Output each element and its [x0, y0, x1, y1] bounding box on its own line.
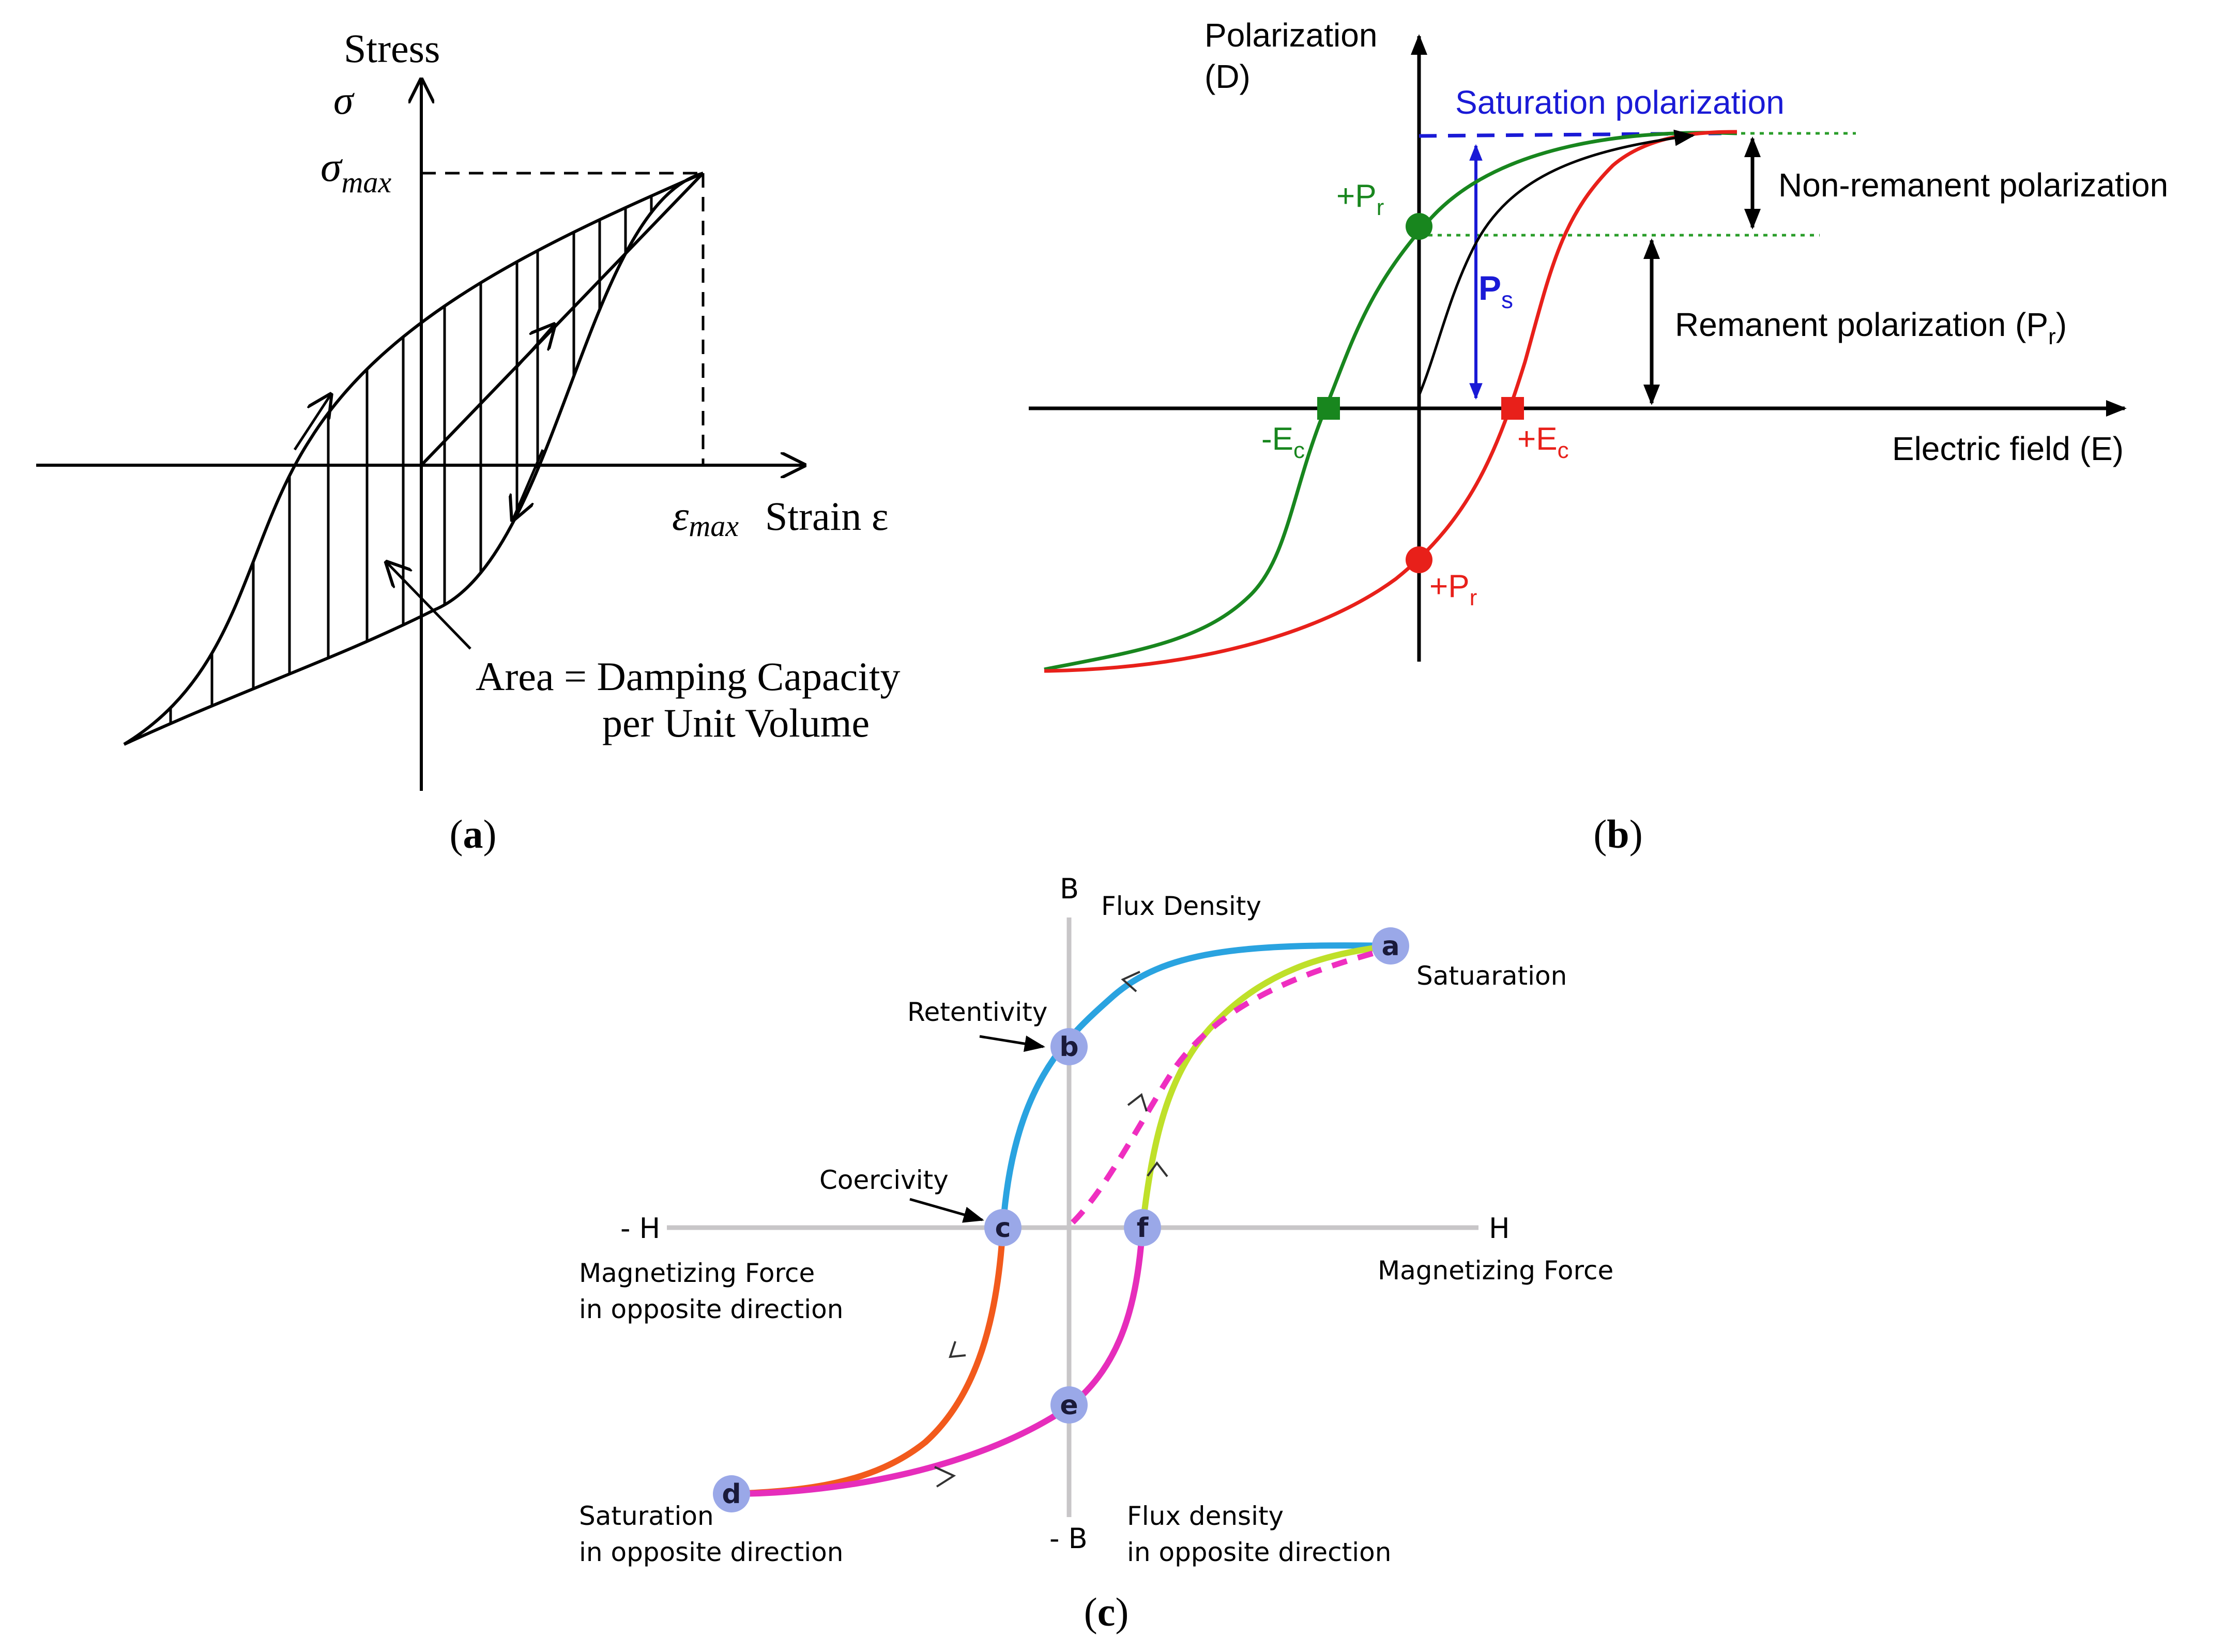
c-x-pos-label: H [1489, 1212, 1510, 1245]
c-coercivity-pointer [909, 1198, 984, 1223]
c-dir-arrow-bottom [934, 1466, 956, 1488]
c-point-d: d [713, 1475, 750, 1512]
svg-text:f: f [1137, 1213, 1149, 1244]
c-x-neg-title-1: Magnetizing Force [579, 1258, 815, 1288]
b-ps-label: Ps [1478, 269, 1513, 313]
a-area-label-1: Area = Damping Capacity [476, 654, 901, 699]
b-descending-branch [1044, 131, 1737, 671]
a-y-axis-title: Stress [344, 26, 440, 71]
b-pr-bottom-point [1406, 546, 1432, 573]
c-point-f: f [1124, 1209, 1161, 1246]
a-area-label-2: per Unit Volume [602, 700, 870, 745]
svg-text:e: e [1060, 1390, 1078, 1421]
b-non-remanent-label: Non-remanent polarization [1778, 166, 2168, 204]
b-initial-curve [1417, 129, 1695, 396]
a-area-pointer [385, 561, 471, 650]
b-y-axis-title-2: (D) [1205, 58, 1251, 95]
c-y-neg-title-1: Flux density [1127, 1501, 1284, 1531]
c-curve-d-to-f [731, 1227, 1146, 1497]
c-point-b: b [1050, 1028, 1088, 1065]
a-lower-arrow [512, 449, 544, 522]
c-point-e: e [1050, 1386, 1088, 1424]
b-remanent-label: Remanent polarization (Pr) [1675, 306, 2067, 349]
b-pr-top-point [1406, 213, 1432, 240]
b-ec-neg-point [1317, 397, 1340, 420]
c-curve-a-to-c [1000, 942, 1391, 1228]
c-curve-f-to-a [1139, 943, 1391, 1228]
c-caption: (c) [1084, 1589, 1129, 1634]
b-ec-pos-label: +Ec [1517, 421, 1569, 463]
c-x-pos-title: Magnetizing Force [1378, 1256, 1613, 1286]
panel-a: Stress σ σmax εmax Strain ε Area = Dampi… [36, 26, 901, 856]
c-coercivity-label: Coercivity [819, 1165, 949, 1195]
c-retentivity-pointer [979, 1035, 1045, 1052]
c-dir-arrow-left [949, 1341, 966, 1358]
c-y-pos-label: B [1060, 873, 1079, 905]
c-dir-arrow-initial [1127, 1093, 1148, 1112]
b-pr-bottom-label: +Pr [1429, 569, 1477, 610]
c-saturation-label: Satuaration [1416, 961, 1567, 991]
a-x-axis-title: Strain ε [765, 494, 889, 539]
c-dir-arrow-top [1121, 971, 1140, 992]
a-epsilon-max-label: εmax [672, 492, 739, 543]
a-sigma-max-label: σmax [321, 143, 391, 199]
panel-b: Polarization (D) Saturation polarization… [1029, 17, 2168, 856]
svg-text:a: a [1381, 931, 1399, 962]
svg-text:b: b [1059, 1032, 1078, 1063]
c-point-c: c [984, 1209, 1021, 1246]
b-pr-top-label: +Pr [1336, 178, 1384, 220]
c-y-pos-title: Flux Density [1101, 891, 1261, 921]
b-ascending-branch [1044, 130, 1737, 673]
a-y-symbol: σ [333, 78, 355, 123]
b-saturation-line [1419, 131, 1722, 138]
b-x-axis-title: Electric field (E) [1892, 430, 2124, 467]
c-point-a: a [1372, 927, 1409, 965]
a-caption: (a) [450, 812, 497, 856]
svg-text:c: c [995, 1213, 1011, 1244]
b-y-axis-title-1: Polarization [1205, 17, 1377, 54]
c-x-neg-label: - H [620, 1212, 660, 1245]
c-y-neg-label: - B [1049, 1522, 1088, 1555]
c-initial-curve [1071, 945, 1392, 1225]
c-y-neg-title-2: in opposite direction [1127, 1537, 1391, 1567]
a-upper-arrow [293, 393, 332, 451]
b-ec-neg-label: -Ec [1261, 421, 1305, 463]
svg-text:d: d [722, 1479, 741, 1510]
b-caption: (b) [1593, 812, 1642, 856]
secant-line [420, 172, 705, 467]
a-secant-arrow [516, 323, 556, 368]
c-saturation-opp-2: in opposite direction [579, 1537, 843, 1567]
c-x-neg-title-2: in opposite direction [579, 1294, 843, 1324]
c-saturation-opp-1: Saturation [579, 1501, 714, 1531]
c-retentivity-label: Retentivity [907, 997, 1047, 1027]
b-saturation-label: Saturation polarization [1455, 84, 1785, 121]
panel-c: a b c d e f B Flux Density Satuaration R… [579, 873, 1613, 1634]
c-dir-arrow-right [1147, 1161, 1168, 1177]
b-ec-pos-point [1501, 397, 1524, 420]
